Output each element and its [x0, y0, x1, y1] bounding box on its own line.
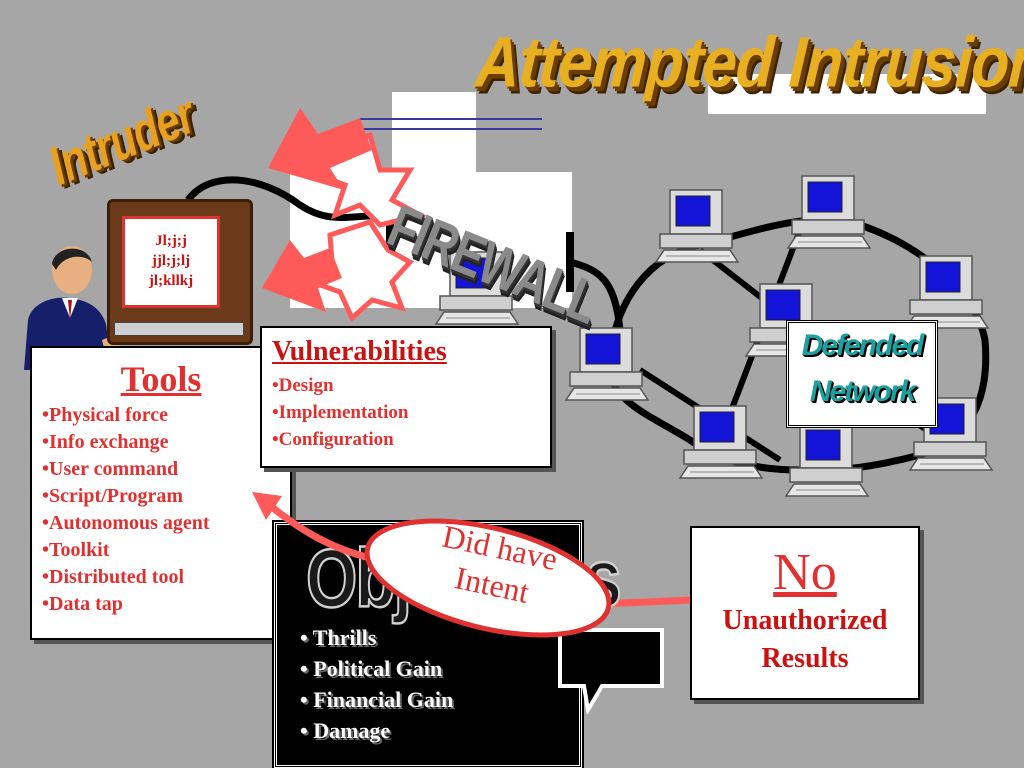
- terminal-line: jl;kllkj: [148, 273, 194, 289]
- results-line: Results: [761, 643, 849, 674]
- objectives-item: • Financial Gain: [300, 687, 454, 712]
- results-no: No: [773, 544, 837, 601]
- tools-item: •User command: [42, 458, 179, 480]
- title-band: [708, 74, 986, 114]
- intent-to-results-line: [599, 596, 693, 608]
- vulnerabilities-item: •Implementation: [272, 402, 409, 423]
- tools-item: •Distributed tool: [42, 566, 185, 588]
- defended-network-label: Defended Network: [786, 320, 938, 428]
- tools-item: •Physical force: [42, 404, 169, 426]
- tools-item: •Script/Program: [42, 485, 184, 507]
- tools-box: Tools •Physical force •Info exchange •Us…: [30, 346, 292, 640]
- vulnerabilities-item: •Configuration: [272, 429, 394, 450]
- tools-item: •Autonomous agent: [42, 512, 210, 534]
- intent-arrowhead: [252, 492, 282, 520]
- terminal-line: Jl;j;j: [155, 233, 187, 249]
- tools-heading: Tools: [120, 359, 202, 399]
- tools-list: •Physical force •Info exchange •User com…: [32, 402, 290, 618]
- terminal-screen: Jl;j;j jjl;j;lj jl;kllkj: [122, 216, 220, 308]
- arrow-up-left: [268, 108, 372, 190]
- intent-oval: [364, 518, 612, 638]
- tools-item: •Info exchange: [42, 431, 169, 453]
- cable-intruder-firewall: [185, 176, 393, 221]
- vulnerabilities-box: Vulnerabilities •Design •Implementation …: [260, 326, 552, 468]
- terminal-line: jjl;j;lj: [151, 253, 191, 269]
- callout-shape: [558, 628, 664, 714]
- vulnerabilities-item: •Design: [272, 375, 334, 396]
- intruder-terminal: Jl;j;j jjl;j;lj jl;kllkj: [107, 199, 253, 345]
- arrow-down-left: [262, 240, 342, 312]
- results-box: No Unauthorized Results: [690, 526, 920, 700]
- defended-line: Network: [809, 375, 916, 408]
- vulnerabilities-list: •Design •Implementation •Configuration: [262, 372, 550, 453]
- terminal-base: [114, 322, 244, 336]
- panel-right: [520, 172, 572, 308]
- defended-line: Defended: [801, 329, 925, 362]
- intent-arrow: [265, 501, 371, 562]
- tools-item: •Data tap: [42, 593, 123, 615]
- vulnerabilities-heading: Vulnerabilities: [272, 336, 447, 367]
- objectives-item: • Damage: [300, 718, 391, 743]
- results-line: Unauthorized: [722, 605, 888, 636]
- title-underlines: [360, 118, 542, 130]
- objectives-list: • Thrills • Political Gain • Financial G…: [300, 622, 453, 746]
- objectives-item: • Political Gain: [300, 656, 443, 681]
- objectives-item: • Thrills: [300, 625, 377, 650]
- tools-item: •Toolkit: [42, 539, 110, 561]
